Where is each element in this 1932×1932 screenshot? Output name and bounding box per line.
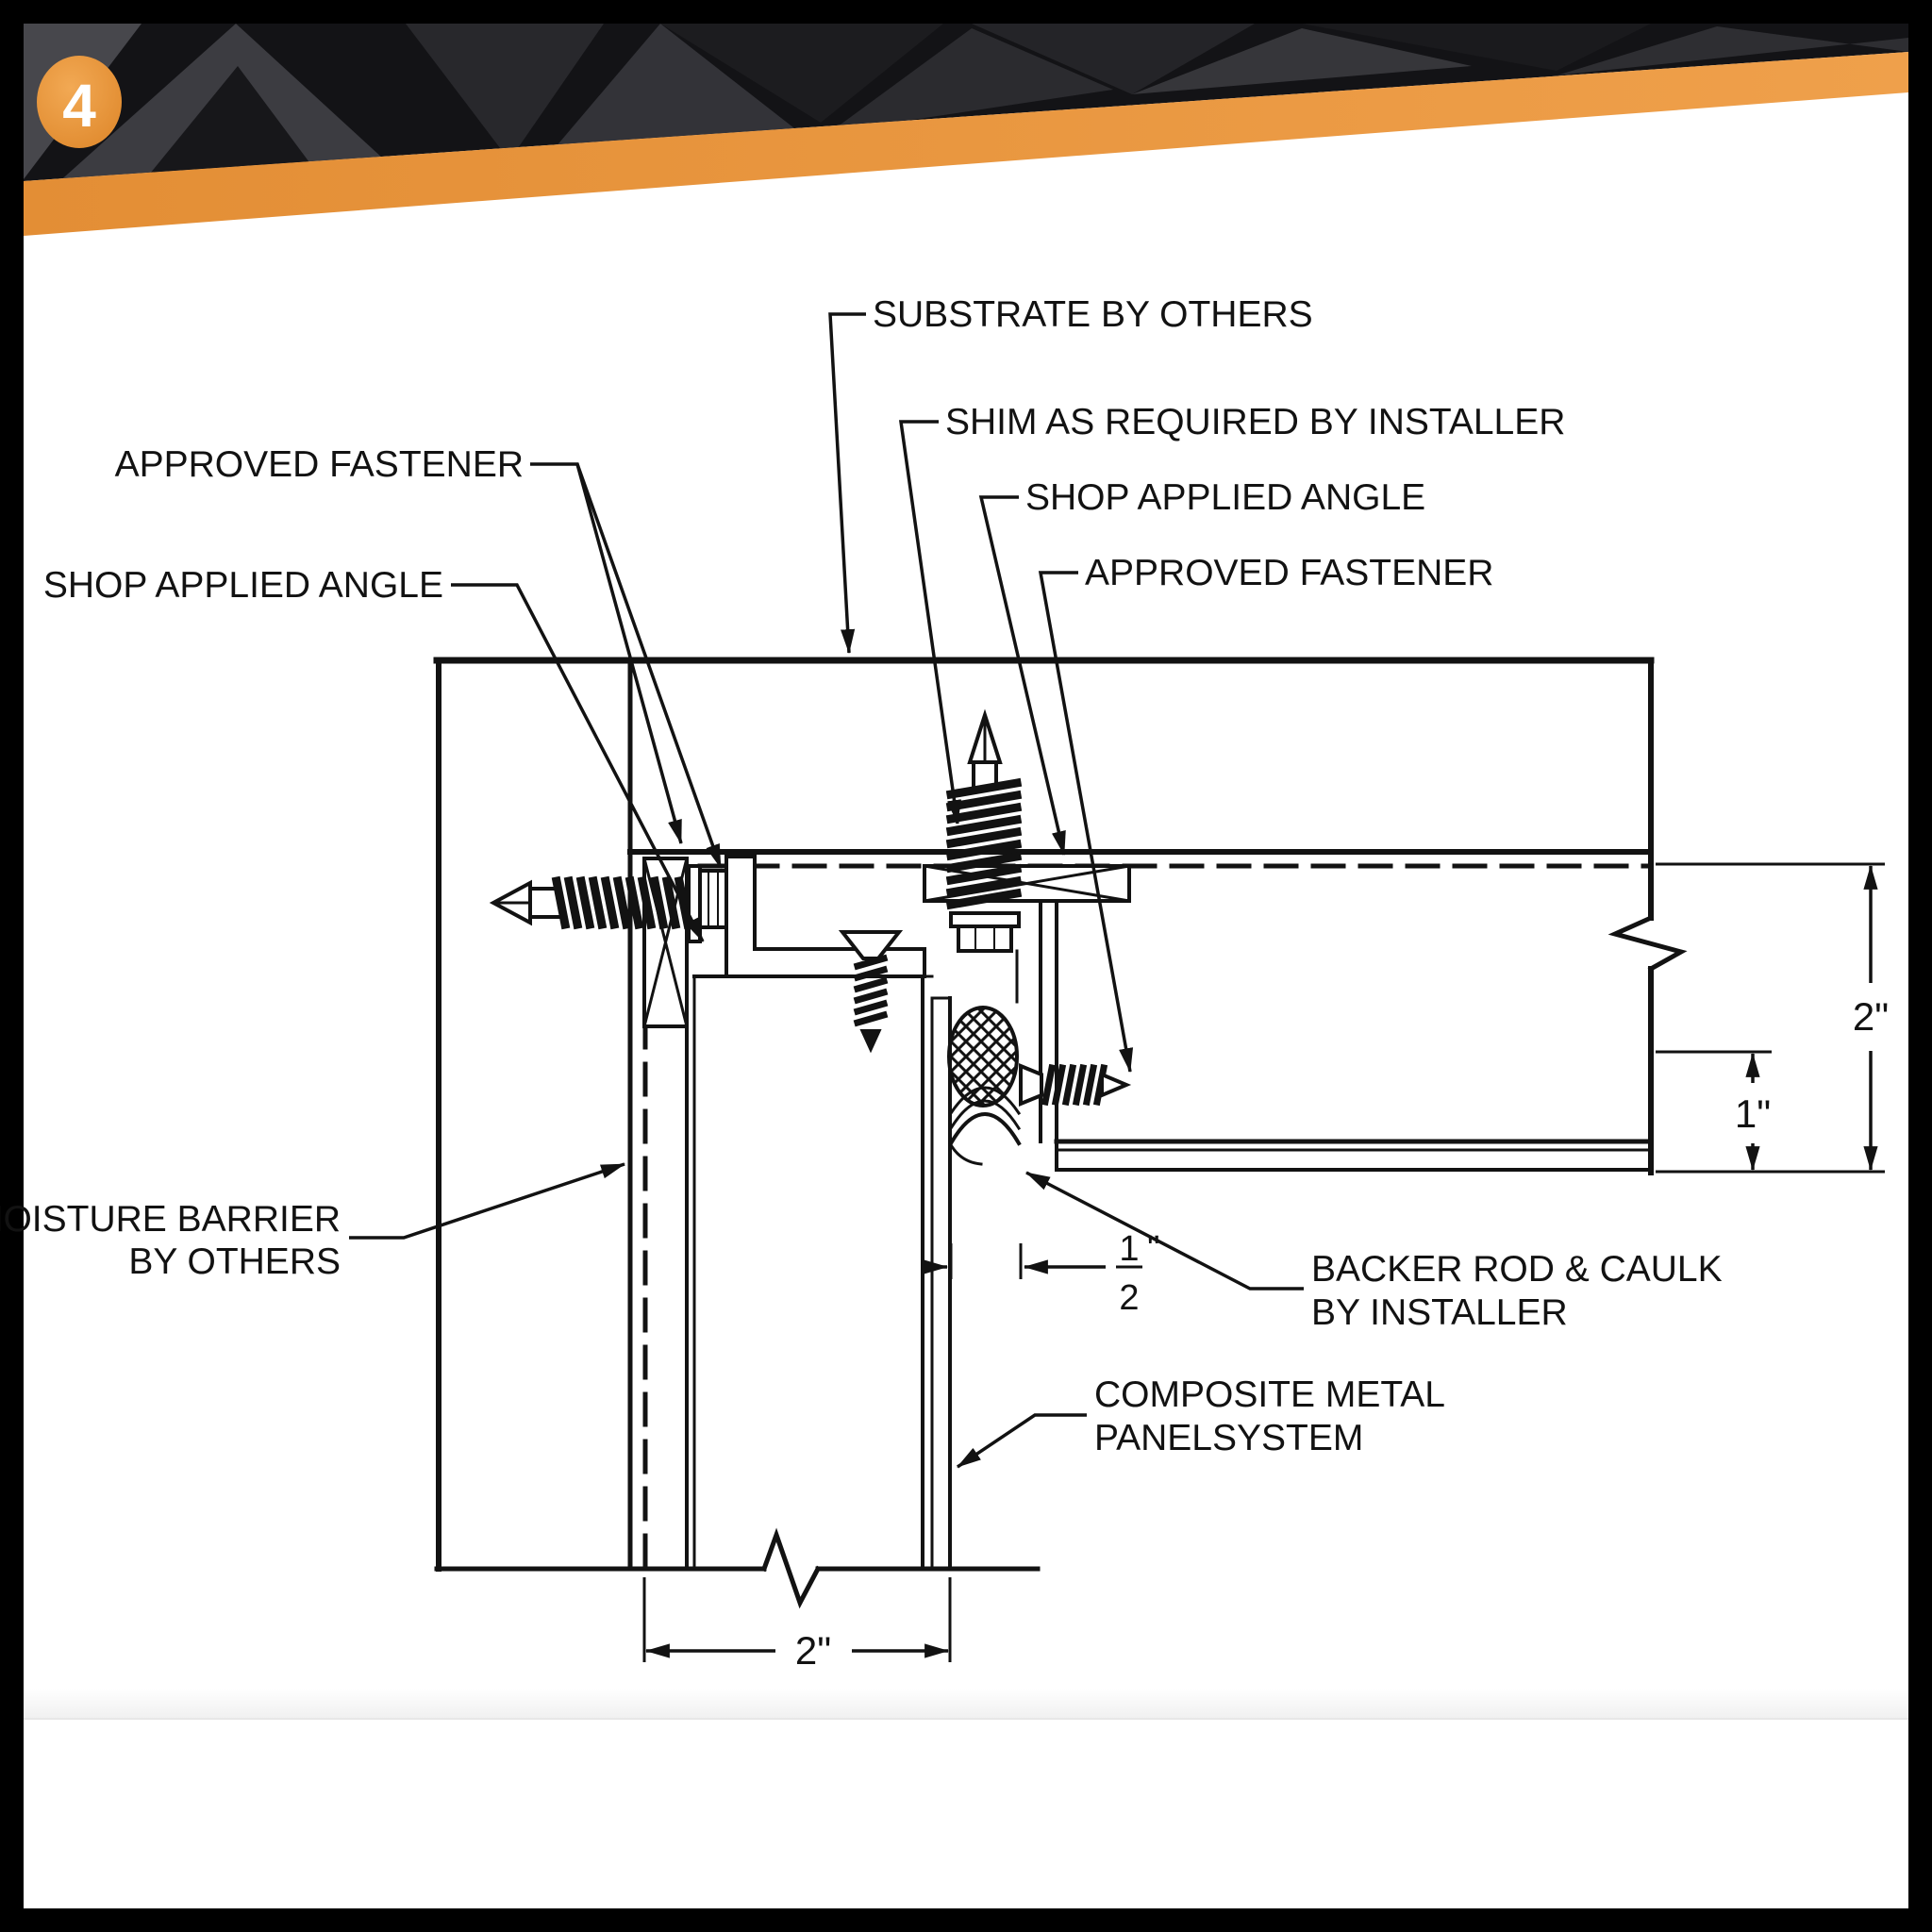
dimension-texts: 2" 1" 2" 1 2 " — [795, 994, 1889, 1673]
leader-shim — [898, 420, 962, 825]
footer-divider — [24, 1689, 1908, 1719]
badge-number: 4 — [62, 72, 96, 140]
caulk-arc-1 — [948, 1112, 1022, 1146]
callout-panel-1: COMPOSITE METAL — [1094, 1374, 1445, 1415]
break-symbol-right — [1607, 914, 1688, 973]
leader-approved-fastener-left-b — [575, 463, 723, 870]
fastener-vertical — [945, 708, 1023, 953]
fastener-left-hex-head — [698, 869, 728, 929]
callout-moisture-barrier-2: BY OTHERS — [128, 1241, 341, 1282]
footer-divider-line — [24, 1718, 1908, 1720]
dim-text-bottom-2in: 2" — [795, 1628, 831, 1673]
callout-shim: SHIM AS REQUIRED BY INSTALLER — [945, 402, 1565, 442]
caulk-arc-3 — [948, 1086, 1022, 1116]
dim-text-right-1in: 1" — [1735, 1091, 1771, 1136]
callout-shop-angle-left: SHOP APPLIED ANGLE — [43, 565, 443, 606]
dim-text-joint-numerator: 1 — [1119, 1229, 1139, 1269]
technical-drawing — [433, 657, 1688, 1609]
dim-text-right-2in: 2" — [1853, 994, 1889, 1039]
fastener-horizontal-right — [1019, 1063, 1132, 1107]
paper — [24, 24, 1908, 1908]
fastener-left-threads — [551, 875, 693, 930]
moisture-barrier-line — [642, 863, 1654, 1569]
fastener-vertical-washer — [949, 911, 1021, 928]
leader-approved-fastener-right — [1038, 571, 1134, 1074]
caulk-hook — [947, 1141, 983, 1166]
fastener-vertical-threads — [945, 777, 1023, 910]
fastener-vertical-hex-head — [957, 924, 1013, 953]
dimension-lines — [642, 862, 1885, 1662]
callout-moisture-barrier-1: MOISTURE BARRIER — [0, 1199, 341, 1240]
leader-shop-angle-right — [978, 495, 1066, 857]
shop-angle-left-shape — [724, 855, 926, 978]
callout-shop-angle-right: SHOP APPLIED ANGLE — [1025, 477, 1425, 518]
callout-approved-fastener-left: APPROVED FASTENER — [115, 444, 524, 485]
dim-text-joint-denominator: 2 — [1119, 1278, 1139, 1318]
fastener-countersunk — [838, 930, 904, 1054]
backer-rod — [947, 1006, 1019, 1108]
accent-band — [24, 52, 1908, 236]
callout-labels: SUBSTRATE BY OTHERS SHIM AS REQUIRED BY … — [0, 294, 1723, 1458]
callout-substrate: SUBSTRATE BY OTHERS — [873, 294, 1313, 335]
caulk-arc-2 — [948, 1099, 1022, 1131]
callout-backer-rod-2: BY INSTALLER — [1311, 1292, 1568, 1333]
fastener-right-threads — [1041, 1063, 1108, 1107]
leader-shop-angle-left — [451, 583, 705, 942]
callout-panel-2: PANELSYSTEM — [1094, 1418, 1363, 1458]
callout-approved-fastener-right: APPROVED FASTENER — [1085, 553, 1493, 593]
leader-composite-panel — [957, 1413, 1087, 1469]
callout-backer-rod-1: BACKER ROD & CAULK — [1311, 1249, 1723, 1290]
fastener-countersunk-threads — [853, 954, 889, 1027]
badge-circle — [37, 56, 122, 148]
dim-text-joint-unit: " — [1147, 1229, 1160, 1269]
page-number-badge: 4 — [37, 56, 122, 148]
leader-lines — [349, 312, 1304, 1469]
leader-substrate — [828, 312, 866, 655]
fastener-horizontal-left — [489, 864, 728, 943]
leader-backer-rod — [1025, 1171, 1304, 1291]
header-banner: 4 — [24, 24, 1908, 236]
leader-moisture-barrier — [349, 1162, 626, 1240]
break-symbol-bottom — [760, 1527, 822, 1609]
